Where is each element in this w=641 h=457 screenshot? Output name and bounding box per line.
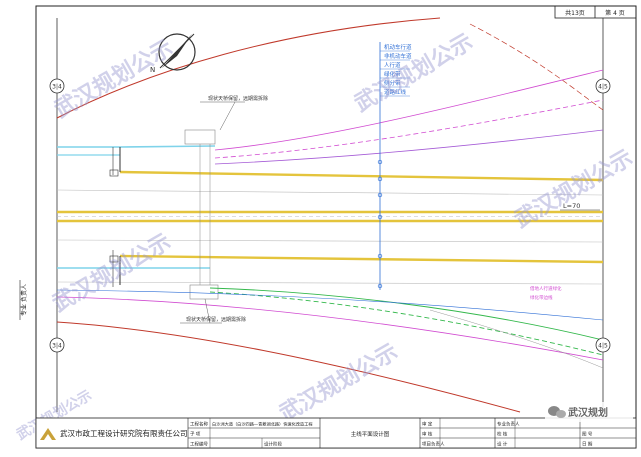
sheet-number: 第 4 页: [605, 9, 625, 17]
subitem-label: 子 项: [190, 431, 201, 438]
section-legend: 机动车行道 非机动车道 人行道 绿化带 侧分带 道路红线: [384, 43, 412, 96]
svg-text:3|4: 3|4: [52, 343, 62, 350]
legend-item-6: 道路红线: [384, 88, 407, 96]
section-marker-left-top: 3|4: [49, 78, 65, 94]
chainage-label: L=70: [563, 202, 580, 210]
project-lead-label: 项目负责人: [422, 441, 445, 448]
company-logo-icon: [40, 428, 56, 440]
legend-item-2: 非机动车道: [384, 52, 412, 60]
section-marker-right-top: 4|5: [595, 78, 611, 94]
callout-top: 现状天桥保留，远期需拆除: [208, 95, 268, 102]
approve-label: 审 定: [422, 421, 433, 428]
right-note-2: 绿化带边线: [530, 294, 553, 301]
binding-label: 专业 负责人: [20, 284, 28, 316]
road-edge-lower: [119, 254, 604, 264]
section-marker-right-bottom: 4|5: [595, 337, 611, 353]
red-line-bottom: [56, 321, 521, 413]
project-no-label: 工程编号: [190, 441, 208, 448]
svg-text:4|5: 4|5: [598, 84, 608, 91]
title-block: 武汉市政工程设计研究院有限责任公司 工程名称 白沙洲大道（白沙四路—青菱湖北路）…: [35, 417, 637, 449]
project-name: 白沙洲大道（白沙四路—青菱湖北路）快速化改造工程: [212, 421, 313, 428]
cyan-line-top: [57, 145, 216, 148]
design-stage-label: 设计阶段: [264, 441, 282, 448]
legend-item-1: 机动车行道: [384, 43, 412, 51]
watermark-2: 武汉规划公示: [351, 30, 478, 118]
watermark-1: 武汉规划公示: [51, 36, 178, 124]
sheet-count: 共13页: [565, 9, 585, 17]
red-line-top: [56, 17, 441, 119]
drawing-no-label: 图 号: [582, 432, 593, 438]
wechat-badge: 武汉规划: [545, 402, 633, 422]
legend-item-3: 人行道: [384, 61, 401, 69]
discipline-lead-label: 专业负责人: [497, 421, 520, 428]
green-line-1: [209, 287, 604, 341]
road-edge-upper: [119, 170, 604, 182]
wechat-badge-text: 武汉规划: [568, 406, 608, 419]
date-label: 日 期: [582, 442, 593, 448]
watermark-4: 武汉规划公示: [49, 230, 176, 318]
project-name-label: 工程名称: [190, 421, 208, 428]
watermark-5: 武汉规划公示: [276, 340, 403, 428]
section-marker-left-bottom: 3|4: [49, 337, 65, 353]
legend-item-5: 侧分带: [384, 79, 401, 87]
drawing-title: 主线平面设计图: [351, 430, 390, 438]
review-label: 审 核: [422, 431, 433, 438]
svg-text:N: N: [150, 66, 155, 74]
magenta-line-bottom: [56, 296, 604, 361]
design-label: 设 计: [497, 441, 508, 448]
north-arrow-icon: N: [150, 33, 196, 74]
svg-text:4|5: 4|5: [598, 343, 608, 350]
right-note-1: 借地人行道绿化: [530, 285, 562, 292]
watermarks: 武汉规划公示 武汉规划公示 武汉规划公示 武汉规划公示 武汉规划公示 武汉规划公…: [14, 30, 638, 444]
sheet-counter-box: [554, 5, 637, 19]
callout-bottom: 现状天桥保留，远期需拆除: [186, 316, 246, 323]
overpass-lower: [189, 284, 219, 300]
check-label: 校 核: [497, 431, 508, 438]
svg-text:3|4: 3|4: [52, 84, 62, 91]
magenta-line-top-1: [214, 69, 604, 151]
legend-item-4: 绿化带: [384, 70, 401, 78]
overpass-upper: [184, 129, 216, 145]
company-name: 武汉市政工程设计研究院有限责任公司: [60, 428, 188, 438]
wechat-icon: [548, 406, 566, 418]
